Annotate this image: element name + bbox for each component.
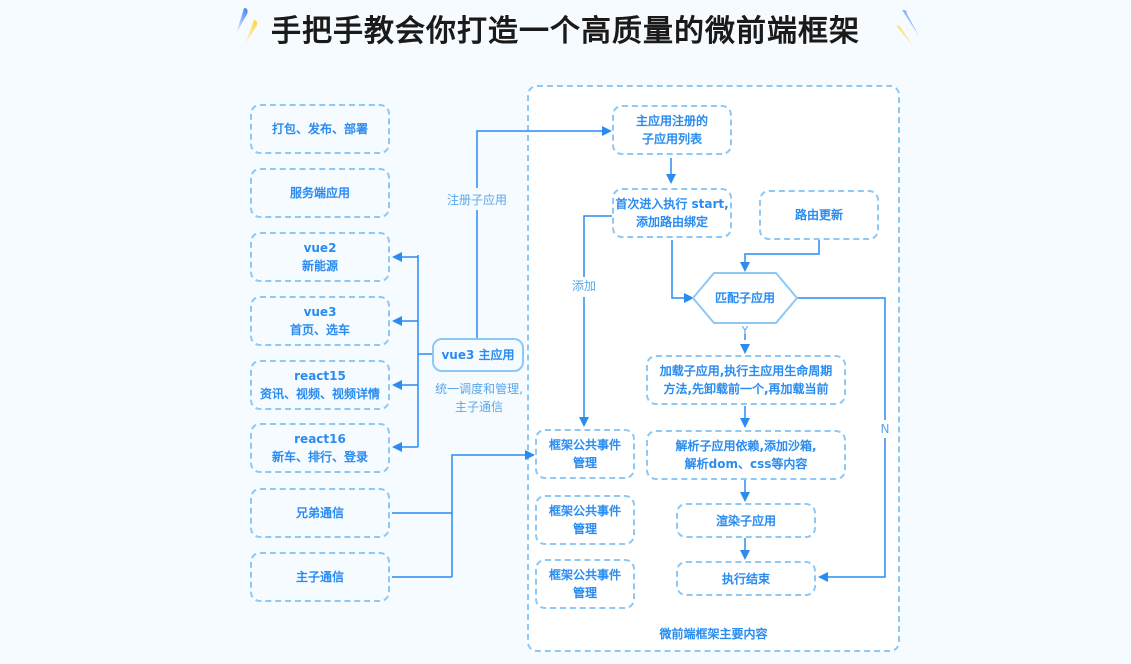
box-title: vue2 bbox=[303, 241, 337, 255]
event-management-box: 框架公共事件 管理 bbox=[535, 429, 635, 479]
box-text: 渲染子应用 bbox=[715, 513, 776, 528]
build-publish-deploy-box: 打包、发布、部署 bbox=[250, 104, 390, 154]
sparkle-right-icon bbox=[896, 9, 919, 46]
box-text: 框架公共事件 bbox=[548, 504, 621, 518]
no-edge-label: N bbox=[879, 420, 891, 438]
box-subtitle: 资讯、视频、视频详情 bbox=[259, 387, 380, 401]
box-text: 打包、发布、部署 bbox=[271, 122, 368, 136]
box-text: 执行结束 bbox=[721, 571, 770, 586]
route-update-box: 路由更新 bbox=[759, 190, 879, 240]
parent-child-communication-box: 主子通信 bbox=[250, 552, 390, 602]
vue3-main-app-box: vue3 主应用 bbox=[432, 338, 524, 372]
box-text: 服务端应用 bbox=[289, 186, 350, 200]
box-subtitle: 新车、排行、登录 bbox=[271, 450, 368, 464]
add-edge-label: 添加 bbox=[569, 277, 599, 295]
page-title: 手把手教会你打造一个高质量的微前端框架 bbox=[271, 14, 860, 49]
event-management-box: 框架公共事件 管理 bbox=[535, 495, 635, 545]
caption-line: 统一调度和管理, bbox=[435, 382, 523, 396]
box-text: 主应用注册的 bbox=[635, 114, 708, 128]
box-text: 兄弟通信 bbox=[295, 506, 344, 520]
event-management-box: 框架公共事件 管理 bbox=[535, 559, 635, 609]
box-text: 路由更新 bbox=[794, 208, 843, 222]
vue2-app-box: vue2 新能源 bbox=[250, 232, 390, 282]
box-text: 管理 bbox=[572, 586, 597, 600]
server-app-box: 服务端应用 bbox=[250, 168, 390, 218]
comm-merge-line bbox=[451, 450, 535, 577]
render-subapp-box: 渲染子应用 bbox=[676, 503, 816, 538]
react15-app-box: react15 资讯、视频、视频详情 bbox=[250, 360, 390, 410]
box-text: 添加路由绑定 bbox=[635, 215, 708, 229]
box-text: 解析子应用依赖,添加沙箱, bbox=[675, 439, 817, 453]
box-text: 解析dom、css等内容 bbox=[684, 457, 808, 471]
sparkle-left-icon bbox=[236, 8, 258, 46]
register-edge-label: 注册子应用 bbox=[444, 191, 510, 209]
first-start-box: 首次进入执行 start, 添加路由绑定 bbox=[612, 188, 732, 238]
box-text: vue3 主应用 bbox=[441, 348, 515, 362]
box-text: 方法,先卸载前一个,再加载当前 bbox=[663, 382, 829, 396]
vue3-app-box: vue3 首页、选车 bbox=[250, 296, 390, 346]
box-text: 子应用列表 bbox=[641, 132, 702, 146]
box-title: react15 bbox=[294, 369, 346, 383]
box-title: vue3 bbox=[303, 305, 337, 319]
box-text: 主子通信 bbox=[295, 570, 344, 584]
box-text: 管理 bbox=[572, 522, 597, 536]
box-text: 框架公共事件 bbox=[548, 438, 621, 452]
caption-line: 主子通信 bbox=[454, 400, 503, 414]
match-subapp-label: 匹配子应用 bbox=[714, 291, 775, 305]
parse-subapp-box: 解析子应用依赖,添加沙箱, 解析dom、css等内容 bbox=[646, 430, 846, 480]
box-text: 加载子应用,执行主应用生命周期 bbox=[659, 364, 833, 378]
box-subtitle: 新能源 bbox=[301, 259, 338, 273]
main-app-caption: 统一调度和管理, 主子通信 bbox=[425, 380, 533, 416]
box-text: 管理 bbox=[572, 456, 597, 470]
box-title: react16 bbox=[294, 432, 346, 446]
framework-caption: 微前端框架主要内容 bbox=[659, 627, 768, 641]
yes-edge-label: Y bbox=[741, 324, 749, 337]
box-text: 框架公共事件 bbox=[548, 568, 621, 582]
box-subtitle: 首页、选车 bbox=[289, 323, 350, 337]
execution-end-box: 执行结束 bbox=[676, 561, 816, 596]
load-subapp-box: 加载子应用,执行主应用生命周期 方法,先卸载前一个,再加载当前 bbox=[646, 355, 846, 405]
sibling-communication-box: 兄弟通信 bbox=[250, 488, 390, 538]
box-text: 首次进入执行 start, bbox=[615, 197, 729, 211]
react16-app-box: react16 新车、排行、登录 bbox=[250, 423, 390, 473]
registered-subapp-list-box: 主应用注册的 子应用列表 bbox=[612, 105, 732, 155]
